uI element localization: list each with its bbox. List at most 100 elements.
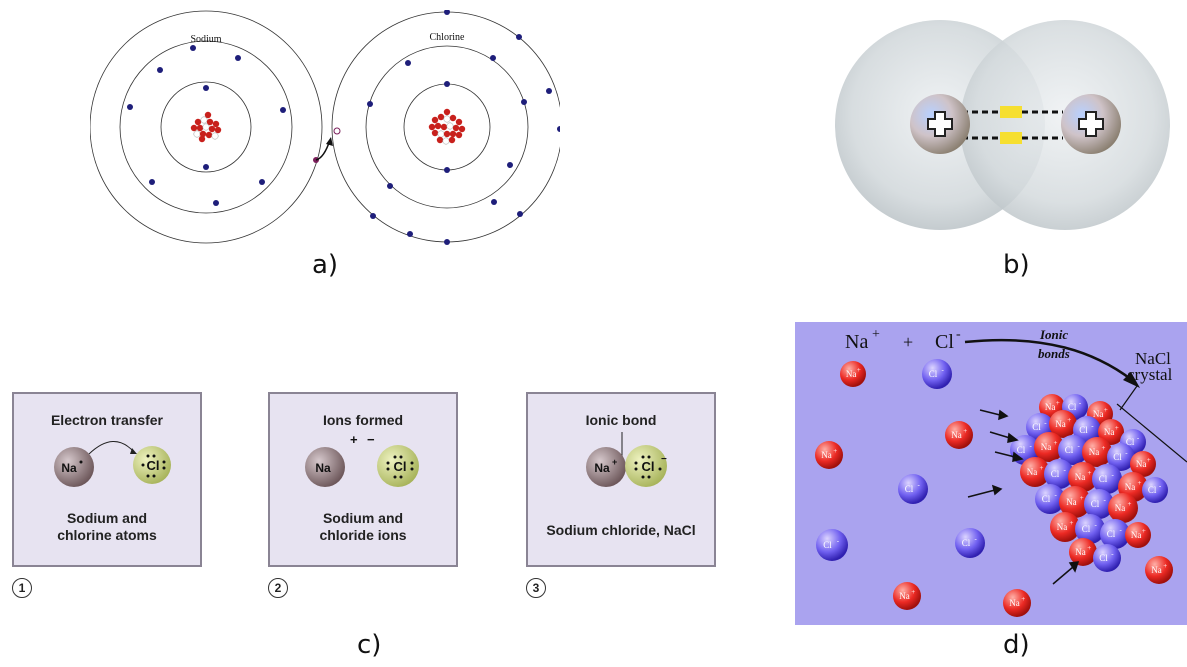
chlorine-symbol: Cl [642, 459, 655, 474]
step-box-ionic-bond: Ionic bond Na + Cl − Sodium chloride, Na… [526, 392, 716, 567]
chloride-ion-label: Cl [1099, 474, 1108, 484]
ion-charge: + [1080, 494, 1084, 502]
chloride-ion: Cl- [955, 528, 985, 558]
svg-text:−: − [661, 454, 667, 465]
sodium-atom: Sodium [90, 10, 323, 244]
ion-charge: - [1159, 482, 1162, 490]
ion-charge: + [1067, 416, 1071, 424]
chlorine-atom: Chlorine [331, 10, 560, 245]
panel-d-nacl-crystal: Na+Cl-Na+Cl-Cl-Cl-Na+Na+Na+Na+Na+Cl-Na+C… [795, 322, 1187, 625]
ion-charge: - [1064, 466, 1067, 474]
sodium-ion: Na+ [1034, 432, 1064, 462]
chloride-ion-label: Cl [1113, 452, 1122, 462]
step-3-illustration: Na + Cl − [586, 432, 667, 487]
sodium-symbol: Na [315, 461, 331, 475]
sodium-ion-label: Na [1089, 447, 1100, 457]
sodium-ion: Na+ [1059, 486, 1091, 518]
shared-electron-bottom [1000, 132, 1022, 144]
chloride-ion: Cl- [1084, 489, 1114, 519]
sodium-ion: Na+ [1020, 457, 1050, 487]
sodium-ion-label: Na [1125, 482, 1136, 492]
chloride-ion: Cl- [1107, 443, 1135, 471]
panel-a-caption: a) [312, 250, 339, 280]
sodium-ion: Na+ [1050, 512, 1080, 542]
sodium-ion-label: Na [1066, 497, 1077, 507]
sodium-ion-label: Na [1104, 427, 1115, 437]
nacl-label: NaCl [1135, 349, 1171, 368]
sodium-ion-label: Na [1136, 459, 1147, 469]
ion-layer: Na+Cl-Na+Cl-Cl-Cl-Na+Na+Na+Na+Na+Cl-Na+C… [815, 359, 1173, 617]
chlorine-nucleus [428, 108, 466, 145]
ion-charge: + [1147, 456, 1151, 464]
chloride-ion-label: Cl [823, 540, 832, 550]
sodium-ion: Na+ [1145, 556, 1173, 584]
ion-charge: + [1142, 527, 1146, 535]
equation-na: Na [845, 331, 868, 353]
ion-charge: + [963, 427, 967, 435]
sodium-ion-label: Na [1057, 522, 1068, 532]
equation-cl: Cl [935, 331, 954, 353]
ion-charge: + [1104, 406, 1108, 414]
equation-cl-charge: - [956, 327, 961, 342]
step-title: Ionic bond [585, 412, 657, 428]
ion-charge: + [857, 366, 861, 374]
ion-charge: - [1137, 434, 1140, 442]
ion-charge: + [1088, 469, 1092, 477]
ion-charge: + [1021, 595, 1025, 603]
svg-text:+: + [612, 457, 617, 467]
sodium-ion-label: Na [1041, 442, 1052, 452]
step-subtitle-line2: chloride ions [319, 527, 407, 543]
chloride-ion: Cl- [898, 474, 928, 504]
sodium-ion-label: Na [899, 591, 910, 601]
sodium-ion: Na+ [893, 582, 921, 610]
step-2-illustration: Na + − Cl [305, 432, 419, 487]
chloride-ion-label: Cl [1126, 437, 1135, 447]
chloride-ion-label: Cl [1091, 499, 1100, 509]
bonds-label: bonds [1038, 346, 1070, 361]
panel-c-caption: c) [357, 630, 382, 660]
ion-charge: + [911, 588, 915, 596]
chlorine-symbol: Cl [147, 458, 160, 473]
sodium-ion-label: Na [846, 369, 857, 379]
sodium-ion: Na+ [1108, 493, 1138, 523]
ion-charge: + [1138, 479, 1142, 487]
ion-charge: + [1102, 444, 1106, 452]
motion-arrows [967, 409, 1080, 585]
negative-charge: − [367, 432, 375, 447]
sodium-ion-label: Na [1115, 503, 1126, 513]
sodium-ion-label: Na [1093, 409, 1104, 419]
chloride-ion: Cl- [1044, 459, 1074, 489]
chloride-ion-label: Cl [962, 538, 971, 548]
chlorine-electrons [367, 10, 560, 245]
sodium-ion-label: Na [1075, 547, 1086, 557]
sodium-ion-label: Na [1131, 530, 1142, 540]
chloride-ion: Cl- [1058, 435, 1088, 465]
sodium-ion-label: Na [821, 450, 832, 460]
sodium-ion: Na+ [1068, 462, 1098, 492]
chloride-ion: Cl- [922, 359, 952, 389]
chloride-ion-label: Cl [1079, 425, 1088, 435]
crystal-label: crystal [1127, 365, 1173, 384]
ionic-label: Ionic [1039, 327, 1068, 342]
sodium-nucleus [190, 111, 222, 143]
sodium-symbol: Na [61, 461, 77, 475]
sodium-ion: Na+ [1069, 538, 1097, 566]
sodium-ion-label: Na [1151, 565, 1162, 575]
step-subtitle-line1: Sodium and [66, 510, 148, 526]
step-number-3: 3 [526, 578, 546, 598]
ion-charge: - [1095, 521, 1098, 529]
chloride-ion: Cl- [1092, 464, 1122, 494]
chloride-ion-label: Cl [1148, 485, 1157, 495]
chloride-ion-label: Cl [1107, 529, 1116, 539]
ion-charge: + [1056, 399, 1060, 407]
ion-charge: + [1115, 424, 1119, 432]
sodium-ion: Na+ [1125, 522, 1151, 548]
sodium-ion-label: Na [1075, 472, 1086, 482]
chlorine-label: Chlorine [430, 32, 466, 43]
ion-charge: - [1030, 442, 1033, 450]
panel-b-covalent-diagram [835, 20, 1170, 230]
